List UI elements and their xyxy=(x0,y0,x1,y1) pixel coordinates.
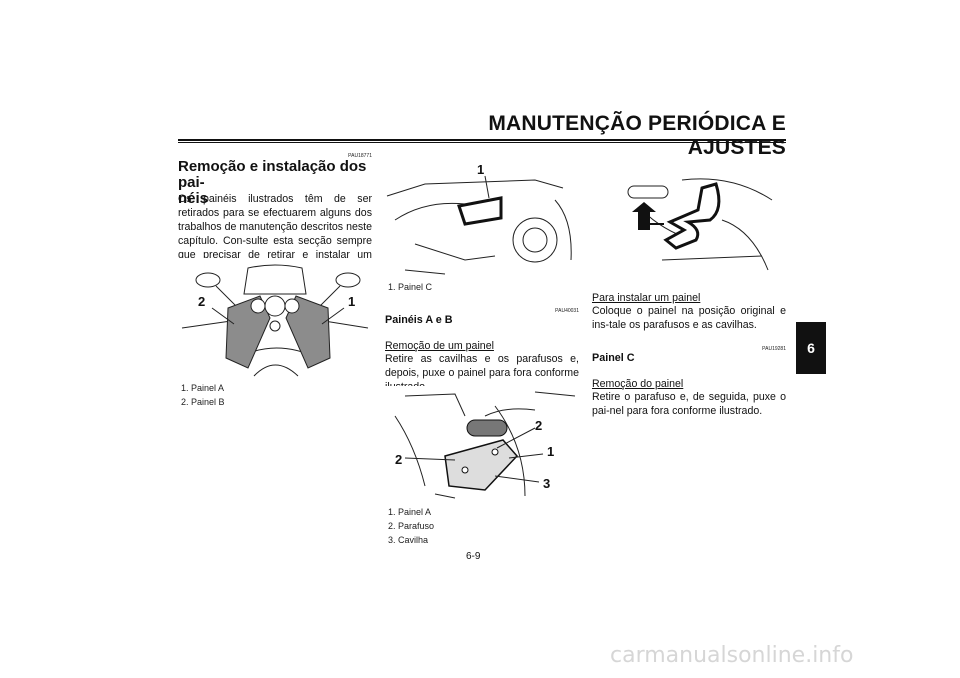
subheading-remove: Remoção do painel xyxy=(592,378,684,390)
install-body: Coloque o painel na posição original e i… xyxy=(592,305,786,331)
figure-label: 1 xyxy=(547,444,555,459)
caption-line: 1. Painel A xyxy=(388,507,432,517)
figure-label: 2 xyxy=(395,452,403,467)
remove-body: Retire o parafuso e, de seguida, puxe o … xyxy=(592,391,786,417)
subheading-install: Para instalar um painel xyxy=(592,292,701,304)
section-heading: Painéis A e B xyxy=(385,314,453,326)
caption-line: 1. Painel C xyxy=(388,282,433,292)
chapter-tab[interactable]: 6 xyxy=(796,322,826,374)
figure-panels-a-b: 2 1 xyxy=(178,258,372,380)
figure-panel-c-removal xyxy=(592,160,786,286)
subheading: Remoção de um painel xyxy=(385,340,494,352)
section-code: PAU40031 xyxy=(555,308,579,314)
figure-panel-c: 1 xyxy=(385,160,579,280)
caption-line: 1. Painel A xyxy=(181,383,225,393)
watermark: carmanualsonline.info xyxy=(610,643,854,668)
caption-line: 3. Cavilha xyxy=(388,535,429,545)
section-code: PAU18771 xyxy=(348,153,372,159)
section-code: PAU19281 xyxy=(762,346,786,352)
figure-label: 1 xyxy=(477,162,485,177)
section-heading: Remoção e instalação dos pai- néis xyxy=(178,158,367,207)
figure-label: 2 xyxy=(535,418,543,433)
section-heading: Painel C xyxy=(592,352,635,364)
page-number: 6-9 xyxy=(466,551,481,562)
figure-panel-a-removal: 2 1 2 3 xyxy=(385,386,579,504)
header-rule xyxy=(178,139,786,141)
figure-label: 2 xyxy=(198,294,206,309)
page-header-title: MANUTENÇÃO PERIÓDICA E AJUSTES xyxy=(488,112,786,159)
caption-line: 2. Painel B xyxy=(181,397,225,407)
figure-label: 1 xyxy=(348,294,356,309)
figure-label: 3 xyxy=(543,476,551,491)
header-rule-thin xyxy=(178,142,786,143)
caption-line: 2. Parafuso xyxy=(388,521,435,531)
